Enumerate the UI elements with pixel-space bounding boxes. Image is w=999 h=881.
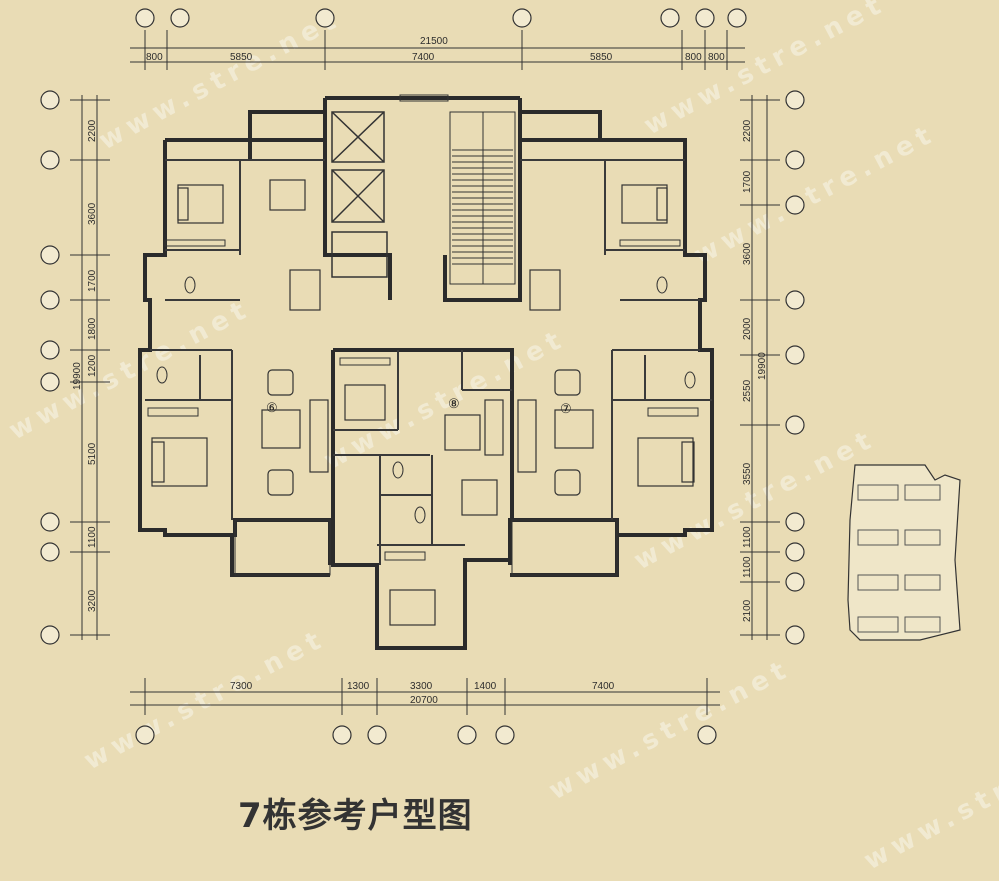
bottom-dim-4: 1400 [474,681,497,692]
left-dim-7: 1100 [87,526,98,548]
interior-walls [145,159,712,565]
staircase [449,111,516,285]
plan-title: 7栋参考户型图 [238,796,473,836]
right-axis-bubbles [785,90,805,645]
top-dim-5: 800 [685,52,702,63]
right-dim-1: 2200 [742,119,753,142]
bottom-dimension-lines [130,678,720,715]
left-dim-4: 1800 [87,317,98,340]
left-dim-8: 3200 [87,589,98,612]
watermark: www.stre.net [79,623,331,776]
left-dim-2: 3600 [87,202,98,225]
watermark: www.stre.net [4,293,256,446]
right-dim-7: 1100 [742,526,753,548]
left-total-dim: 19900 [72,362,83,390]
bottom-axis-bubbles [135,725,717,745]
top-dim-6: 800 [708,52,725,63]
right-dimension-lines [740,95,780,640]
left-dim-6: 5100 [87,442,98,465]
windows [147,94,699,576]
top-dim-4: 5850 [590,52,613,63]
left-dim-3: 1700 [87,269,98,292]
bathroom-fixtures [156,276,696,524]
right-dim-4: 2000 [742,317,753,340]
right-dim-3: 3600 [742,242,753,265]
left-dim-5: 1200 [87,354,98,377]
site-plan-inset [847,464,961,641]
right-dim-2: 1700 [742,170,753,193]
right-total-dim: 19900 [757,352,768,380]
elevator-shafts [331,111,388,278]
unit-number-7: ⑦ [560,401,572,416]
bottom-dim-2: 1300 [347,681,370,692]
left-dimension-lines [70,95,110,640]
left-dim-1: 2200 [87,119,98,142]
right-dim-9: 2100 [742,599,753,622]
top-dim-3: 7400 [412,52,435,63]
watermark: www.stre.net [689,118,941,271]
top-dim-2: 5850 [230,52,253,63]
unit-number-8: ⑧ [448,396,460,411]
top-axis-bubbles [135,8,747,28]
furniture [151,179,695,626]
bottom-dim-3: 3300 [410,681,433,692]
exterior-walls [138,96,714,650]
watermark: www.stre.net [94,3,346,156]
top-dimension-lines [130,30,745,70]
unit-number-6: ⑥ [266,400,278,415]
right-dim-6: 3550 [742,462,753,485]
bottom-dim-5: 7400 [592,681,615,692]
top-total-dim: 21500 [420,36,448,47]
watermark: www.stre.net [629,423,881,576]
right-dim-8: 1100 [742,556,753,578]
left-axis-bubbles [40,90,60,645]
watermark: www.stre.net [544,653,796,806]
bottom-total-dim: 20700 [410,695,438,706]
right-dim-5: 2550 [742,379,753,402]
bottom-dim-1: 7300 [230,681,253,692]
top-dim-1: 800 [146,52,163,63]
watermark: www.stre.net [859,723,999,876]
